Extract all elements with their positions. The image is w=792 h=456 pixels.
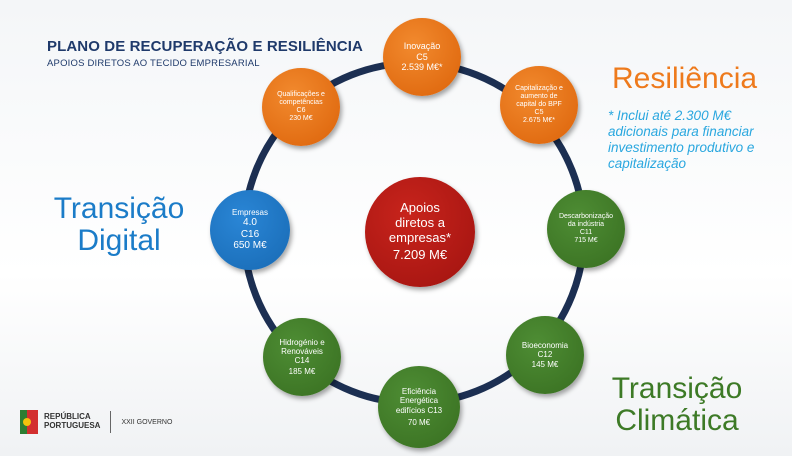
footer-logo: REPÚBLICA PORTUGUESA XXII GOVERNO: [20, 410, 172, 434]
empresas-code: C16: [240, 228, 260, 240]
eficiencia-line3: edifícios C13: [395, 405, 443, 415]
qualificacoes-value: 230 M€: [289, 115, 313, 123]
label-transicao-climatica: Transição Climática: [598, 373, 756, 436]
descarbonizacao-code: C11: [579, 229, 593, 236]
center-value: 7.209 M€: [392, 247, 448, 263]
bioeconomia-code: C12: [537, 350, 553, 360]
hidrogenio-code: C14: [294, 356, 310, 365]
inovacao-name: Inovação: [403, 41, 441, 52]
node-empresas: Empresas 4.0 C16 650 M€: [210, 190, 290, 270]
capitalizacao-line2: aumento de: [520, 92, 558, 100]
node-qualificacoes: Qualificações e competências C6 230 M€: [262, 68, 340, 146]
hidrogenio-line2: Renováveis: [281, 346, 323, 356]
descarbonizacao-line2: da indústria: [567, 220, 605, 228]
republica-label: REPÚBLICA PORTUGUESA: [44, 412, 101, 431]
node-inovacao: Inovação C5 2.539 M€*: [383, 18, 461, 96]
qualificacoes-code: C6: [296, 107, 306, 114]
node-capitalizacao: Capitalização e aumento de capital do BP…: [500, 66, 578, 144]
hidrogenio-line1: Hidrogénio e: [279, 337, 325, 347]
node-eficiencia: Eficiência Energética edifícios C13 70 M…: [378, 366, 460, 448]
qualificacoes-line1: Qualificações e: [277, 90, 325, 98]
digital-line2: Digital: [77, 223, 161, 257]
label-transicao-digital: Transição Digital: [50, 193, 188, 256]
eficiencia-line1: Eficiência: [401, 387, 437, 397]
empresas-line1: Empresas: [231, 208, 268, 218]
inovacao-code: C5: [416, 51, 428, 62]
bioeconomia-name: Bioeconomia: [521, 341, 569, 351]
node-hidrogenio: Hidrogénio e Renováveis C14 185 M€: [263, 318, 341, 396]
bioeconomia-value: 145 M€: [531, 359, 559, 369]
portugal-flag-icon: [20, 410, 38, 434]
digital-line1: Transição: [53, 192, 185, 225]
republica-line2: PORTUGUESA: [44, 421, 101, 430]
eficiencia-value: 70 M€: [407, 417, 431, 427]
hidrogenio-value: 185 M€: [288, 367, 316, 377]
center-line2: diretos a: [395, 214, 445, 230]
climatica-line1: Transição: [611, 372, 743, 405]
republica-line1: REPÚBLICA: [44, 412, 91, 422]
empresas-line2: 4.0: [243, 217, 257, 229]
climatica-line2: Climática: [615, 403, 739, 437]
page-title: PLANO DE RECUPERAÇÃO E RESILIÊNCIA: [47, 38, 363, 55]
inovacao-value: 2.539 M€*: [401, 62, 443, 73]
footnote: * Inclui até 2.300 M€ adicionais para fi…: [608, 108, 755, 171]
label-resiliencia: Resiliência: [612, 62, 758, 95]
center-line3: empresas*: [388, 229, 452, 245]
center-line1: Apoios: [400, 199, 440, 215]
empresas-value: 650 M€: [233, 240, 267, 252]
capitalizacao-line1: Capitalização e: [515, 84, 563, 92]
node-bioeconomia: Bioeconomia C12 145 M€: [506, 316, 584, 394]
capitalizacao-value: 2.675 M€*: [523, 117, 555, 125]
page-subtitle: APOIOS DIRETOS AO TECIDO EMPRESARIAL: [47, 58, 260, 69]
governo-label: XXII GOVERNO: [121, 418, 173, 426]
node-descarbonizacao: Descarbonização da indústria C11 715 M€: [547, 190, 625, 268]
center-node: Apoios diretos a empresas* 7.209 M€: [365, 177, 475, 287]
descarbonizacao-line1: Descarbonização: [558, 212, 614, 220]
capitalizacao-line3: capital do BPF: [516, 100, 562, 108]
footer-divider: [110, 411, 112, 433]
eficiencia-line2: Energética: [399, 396, 439, 406]
qualificacoes-line2: competências: [279, 98, 323, 106]
capitalizacao-code: C5: [534, 109, 544, 117]
descarbonizacao-value: 715 M€: [574, 237, 598, 245]
